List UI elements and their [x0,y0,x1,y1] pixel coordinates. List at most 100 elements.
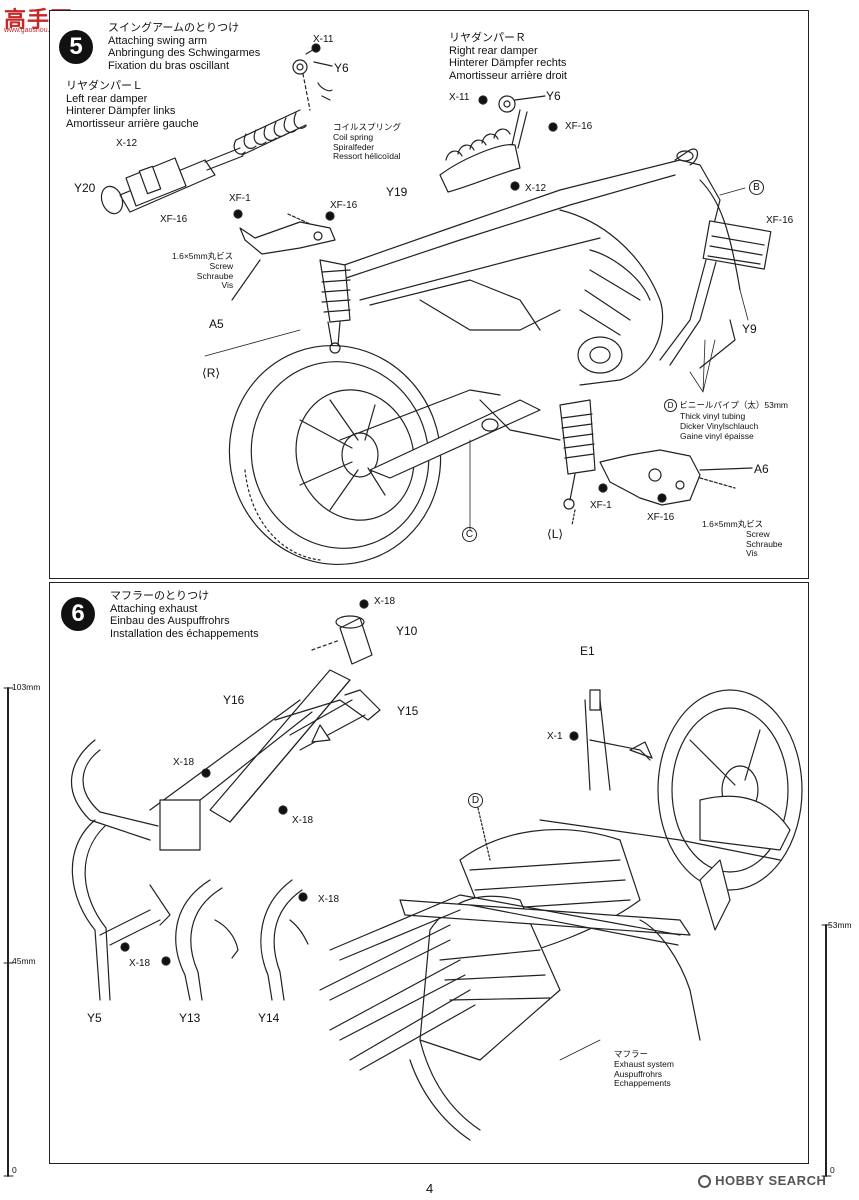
step5-title-de: Anbringung des Schwingarmes [108,47,261,59]
muffler-de: Auspuffrohrs [614,1068,663,1079]
right-damper-de: Hinterer Dämpfer rechts [449,57,567,69]
label-xf16-oil-cooler: XF-16 [766,215,794,226]
screw-note-left-en: Screw [209,260,234,271]
vinyl-tube-en: Thick vinyl tubing [680,411,746,421]
label-y15: Y15 [397,704,419,718]
watermark-url-text: www.gaoshou.com [4,27,63,34]
marker-d-step6: D [468,793,483,808]
label-y14: Y14 [258,1011,280,1025]
right-damper-fr: Amortisseur arrière droit [449,69,567,82]
vinyl-tube-note: D ビニールパイプ（太）53mm Thick vinyl tubing Dick… [664,399,788,441]
label-x18-mid: X-18 [292,815,314,826]
vinyl-tube-jp: D ビニールパイプ（太）53mm [664,399,788,412]
watermark-bottom-text: HOBBY SEARCH [715,1173,827,1188]
coil-spring-note: コイルスプリング Coil spring Spiralfeder Ressort… [333,122,402,162]
screw-note-left-de: Schraube [196,270,234,281]
left-damper-en: Left rear damper [66,92,148,105]
ruler-left-mid-label: 45mm [12,956,36,966]
left-damper-de: Hinterer Dämpfer links [66,105,176,117]
step6-panel [49,582,809,1164]
screw-note-right-fr: Vis [746,548,758,559]
marker-c: C [462,527,477,542]
label-a6: A6 [754,462,769,476]
coil-spring-jp: コイルスプリング [333,122,402,132]
muffler-en: Exhaust system [614,1058,674,1069]
screw-note-left-jp: 1.6×5mm丸ビス [172,251,234,261]
step5-title-fr: Fixation du bras oscillant [108,59,230,72]
page-number: 4 [426,1181,434,1196]
muffler-fr: Echappements [614,1078,671,1089]
label-xf16-lower: XF-16 [647,512,675,523]
left-damper-jp: リヤダンパーＬ [66,80,143,92]
coil-spring-fr: Ressort hélicoïdal [333,151,401,162]
step5-title-en: Attaching swing arm [108,34,208,47]
ruler-right-bottom-label: 0 [830,1165,835,1175]
marker-l: ⟨L⟩ [547,527,564,541]
label-x11-right: X-11 [449,92,470,103]
label-y20: Y20 [74,181,96,195]
label-y6-right: Y6 [546,89,561,103]
label-y13: Y13 [179,1011,201,1025]
marker-b-circle: B [749,180,764,195]
label-y19: Y19 [386,185,408,199]
label-y16: Y16 [223,693,245,707]
label-x18-bottom: X-18 [129,958,151,969]
label-a5: A5 [209,317,224,331]
label-xf16-left-damper: XF-16 [160,214,188,225]
hobbysearch-icon [698,1175,711,1189]
label-xf16-upper: XF-16 [330,200,358,211]
step5-title-jp: スイングアームのとりつけ [108,22,240,34]
right-damper-note: リヤダンパーＲ Right rear damper Hinterer Dämpf… [449,32,567,82]
label-xf16-right-damper: XF-16 [565,121,593,132]
label-x12-left: X-12 [116,138,138,149]
label-x12-right: X-12 [525,183,547,194]
marker-l-text: L [551,527,559,541]
muffler-note: マフラー Exhaust system Auspuffrohrs Echappe… [614,1049,674,1089]
step6-title-jp: マフラーのとりつけ [110,590,210,602]
marker-c-circle: C [462,527,477,542]
watermark-logo-bottom: HOBBY SEARCH [698,1173,827,1189]
muffler-jp: マフラー [614,1049,649,1059]
right-damper-jp: リヤダンパーＲ [449,32,526,44]
coil-spring-de: Spiralfeder [333,141,375,152]
vinyl-tube-de: Dicker Vinylschlauch [680,420,759,431]
label-x11-left: X-11 [313,34,334,45]
label-y6-left: Y6 [334,61,349,75]
label-xf1-upper: XF-1 [229,193,251,204]
vinyl-tube-fr: Gaine vinyl épaisse [680,430,754,441]
coil-spring-en: Coil spring [333,131,374,142]
screw-note-left: 1.6×5mm丸ビス Screw Schraube Vis [172,251,234,291]
vinyl-tube-jp-text: ビニールパイプ（太）53mm [679,400,788,410]
step6-title-block: マフラーのとりつけ Attaching exhaust Einbau des A… [110,590,259,640]
marker-d-circle: D [468,793,483,808]
screw-note-left-fr: Vis [221,280,234,291]
label-y9: Y9 [742,322,757,336]
marker-r-text: R [206,366,216,380]
step6-title-en: Attaching exhaust [110,602,198,615]
label-e1: E1 [580,644,595,658]
label-x18-top: X-18 [374,596,396,607]
label-x1: X-1 [547,731,563,742]
step6-title-fr: Installation des échappements [110,627,259,640]
marker-d-step5: D [664,399,677,412]
ruler-left-bottom-label: 0 [12,1165,17,1175]
label-x18-left: X-18 [173,757,195,768]
right-damper-en: Right rear damper [449,44,538,57]
step6-title-de: Einbau des Auspuffrohrs [110,615,230,627]
marker-r: ⟨R⟩ [202,366,221,380]
label-x18-right: X-18 [318,894,340,905]
step5-title-block: スイングアームのとりつけ Attaching swing arm Anbring… [108,22,260,72]
watermark-logo-sub: www.gaoshou.com [4,27,63,34]
screw-note-right-de: Schraube [746,538,783,549]
label-y10: Y10 [396,624,418,638]
label-xf1-lower: XF-1 [590,500,612,511]
screw-note-right-jp: 1.6×5mm丸ビス [702,519,764,529]
screw-note-right: 1.6×5mm丸ビス Screw Schraube Vis [702,519,783,559]
screw-note-right-en: Screw [746,528,770,539]
step6-number-badge: 6 [61,597,95,631]
left-damper-note: リヤダンパーＬ Left rear damper Hinterer Dämpfe… [66,80,199,130]
marker-b: B [749,180,764,195]
step5-number-badge: 5 [59,30,93,64]
left-damper-fr: Amortisseur arrière gauche [66,117,199,130]
label-y5: Y5 [87,1011,102,1025]
